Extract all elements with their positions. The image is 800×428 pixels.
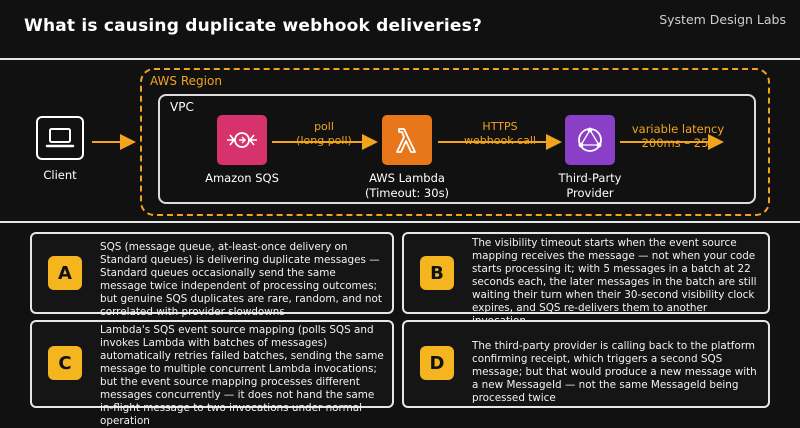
option-badge-b: B bbox=[420, 256, 454, 290]
option-card-a[interactable]: A SQS (message queue, at-least-once deli… bbox=[30, 232, 394, 318]
client-label: Client bbox=[43, 168, 77, 182]
edge-label-latency-line2: 200ms – 25s bbox=[641, 136, 715, 150]
lambda-label: AWS Lambda (Timeout: 30s) bbox=[362, 171, 452, 201]
network-icon bbox=[565, 115, 615, 165]
option-text-a: SQS (message queue, at-least-once delive… bbox=[100, 241, 382, 318]
edge-label-latency: variable latency 200ms – 25s bbox=[622, 122, 734, 150]
edge-label-https-line2: webhook call bbox=[464, 134, 536, 147]
provider-label-line2: Provider bbox=[566, 186, 614, 200]
provider-label-line1: Third-Party bbox=[558, 171, 622, 185]
edge-label-poll-line2: (long poll) bbox=[296, 134, 352, 147]
option-card-d[interactable]: D The third-party provider is calling ba… bbox=[402, 320, 770, 408]
option-badge-a: A bbox=[48, 256, 82, 290]
laptop-icon bbox=[36, 116, 84, 160]
aws-region: AWS Region VPC bbox=[140, 68, 770, 216]
sqs-node: Amazon SQS bbox=[197, 115, 287, 186]
edge-label-poll-line1: poll bbox=[314, 120, 334, 133]
sqs-label: Amazon SQS bbox=[205, 171, 279, 185]
edge-label-https-line1: HTTPS bbox=[482, 120, 518, 133]
vpc-label: VPC bbox=[170, 100, 194, 114]
option-text-c: Lambda's SQS event source mapping (polls… bbox=[100, 324, 384, 427]
architecture-diagram: Client AWS Region VPC Amazon SQS AWS Lam… bbox=[0, 58, 800, 223]
edge-label-https: HTTPS webhook call bbox=[450, 120, 550, 148]
header: What is causing duplicate webhook delive… bbox=[0, 0, 800, 58]
edge-label-poll: poll (long poll) bbox=[284, 120, 364, 148]
edge-label-latency-line1: variable latency bbox=[631, 122, 725, 136]
vpc-boundary: VPC bbox=[158, 94, 756, 204]
region-label: AWS Region bbox=[150, 74, 222, 88]
lambda-label-line1: AWS Lambda bbox=[369, 171, 445, 185]
lambda-label-line2: (Timeout: 30s) bbox=[364, 186, 450, 200]
option-text-b: The visibility timeout starts when the e… bbox=[472, 237, 757, 327]
option-card-b[interactable]: B The visibility timeout starts when the… bbox=[402, 232, 770, 327]
sqs-icon bbox=[217, 115, 267, 165]
option-badge-d: D bbox=[420, 346, 454, 380]
brand-label: System Design Labs bbox=[659, 12, 786, 27]
arrows-layer bbox=[92, 134, 724, 150]
lambda-icon bbox=[382, 115, 432, 165]
lambda-node: AWS Lambda (Timeout: 30s) bbox=[362, 115, 452, 201]
option-badge-c: C bbox=[48, 346, 82, 380]
client-node: Client bbox=[30, 116, 90, 182]
option-text-d: The third-party provider is calling back… bbox=[472, 340, 757, 404]
page-title: What is causing duplicate webhook delive… bbox=[24, 16, 483, 36]
option-card-c[interactable]: C Lambda's SQS event source mapping (pol… bbox=[30, 320, 394, 427]
provider-label: Third-Party Provider bbox=[545, 171, 635, 201]
provider-node: Third-Party Provider bbox=[545, 115, 635, 201]
